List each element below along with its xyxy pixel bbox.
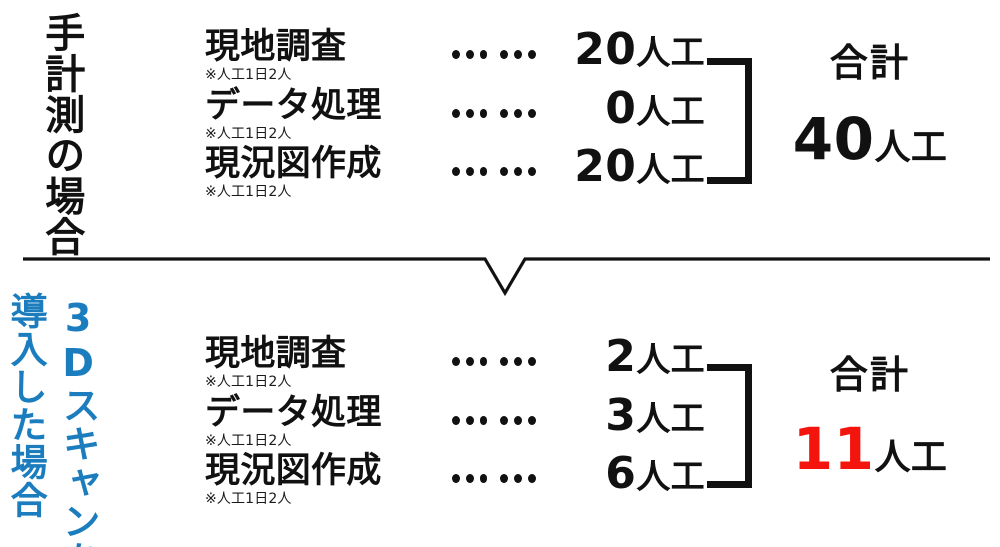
task-row-scan-3: 現況図作成 ※人工1日2人 <box>205 451 455 507</box>
value-unit: 人工 <box>636 150 705 190</box>
section-caption-scan-left: 導入した場合 <box>4 292 48 519</box>
leader-dots <box>452 414 542 426</box>
value-unit: 人工 <box>636 92 705 132</box>
task-note: ※人工1日2人 <box>205 491 292 507</box>
task-name: 現況図作成 <box>205 144 382 184</box>
task-row-scan-1: 現地調査 ※人工1日2人 <box>205 334 455 390</box>
task-value-scan-3: 6人工 <box>545 448 705 499</box>
task-value-manual-1: 20人工 <box>545 24 705 75</box>
leader-dots <box>452 355 542 367</box>
task-row-scan-2: データ処理 ※人工1日2人 <box>205 393 455 449</box>
value-unit: 人工 <box>636 399 705 439</box>
task-name: データ処理 <box>205 86 382 126</box>
task-row-manual-1: 現地調査 ※人工1日2人 <box>205 27 455 83</box>
sum-bracket-manual <box>707 58 752 184</box>
total-label-manual: 合計 <box>829 41 911 85</box>
value-number: 20 <box>574 141 637 192</box>
total-value-manual: 40人工 <box>765 110 975 168</box>
value-number: 20 <box>574 24 637 75</box>
section-caption-scan-right: 3Dスキャンを <box>56 296 101 547</box>
task-note: ※人工1日2人 <box>205 67 292 83</box>
section-divider <box>23 257 990 297</box>
task-value-scan-1: 2人工 <box>545 331 705 382</box>
value-number: 3 <box>605 390 637 441</box>
task-name: データ処理 <box>205 393 382 433</box>
value-number: 2 <box>605 331 637 382</box>
total-number: 11 <box>792 415 875 483</box>
value-number: 6 <box>605 448 637 499</box>
value-unit: 人工 <box>636 33 705 73</box>
value-unit: 人工 <box>636 340 705 380</box>
total-unit: 人工 <box>874 127 948 168</box>
task-note: ※人工1日2人 <box>205 433 292 449</box>
task-value-manual-3: 20人工 <box>545 141 705 192</box>
task-name: 現況図作成 <box>205 451 382 491</box>
total-label-scan: 合計 <box>829 353 911 397</box>
total-value-scan: 11人工 <box>765 420 975 478</box>
value-number: 0 <box>605 83 637 134</box>
task-name: 現地調査 <box>205 334 347 374</box>
task-note: ※人工1日2人 <box>205 184 292 200</box>
task-row-manual-3: 現況図作成 ※人工1日2人 <box>205 144 455 200</box>
leader-dots <box>452 48 542 60</box>
total-unit: 人工 <box>874 437 948 478</box>
task-note: ※人工1日2人 <box>205 374 292 390</box>
total-number: 40 <box>792 105 875 173</box>
value-unit: 人工 <box>636 457 705 497</box>
task-value-manual-2: 0人工 <box>545 83 705 134</box>
task-name: 現地調査 <box>205 27 347 67</box>
task-row-manual-2: データ処理 ※人工1日2人 <box>205 86 455 142</box>
task-note: ※人工1日2人 <box>205 126 292 142</box>
leader-dots <box>452 107 542 119</box>
section-caption-manual: 手計測の場合 <box>38 12 85 257</box>
leader-dots <box>452 165 542 177</box>
leader-dots <box>452 472 542 484</box>
sum-bracket-scan <box>707 364 752 488</box>
task-value-scan-2: 3人工 <box>545 390 705 441</box>
